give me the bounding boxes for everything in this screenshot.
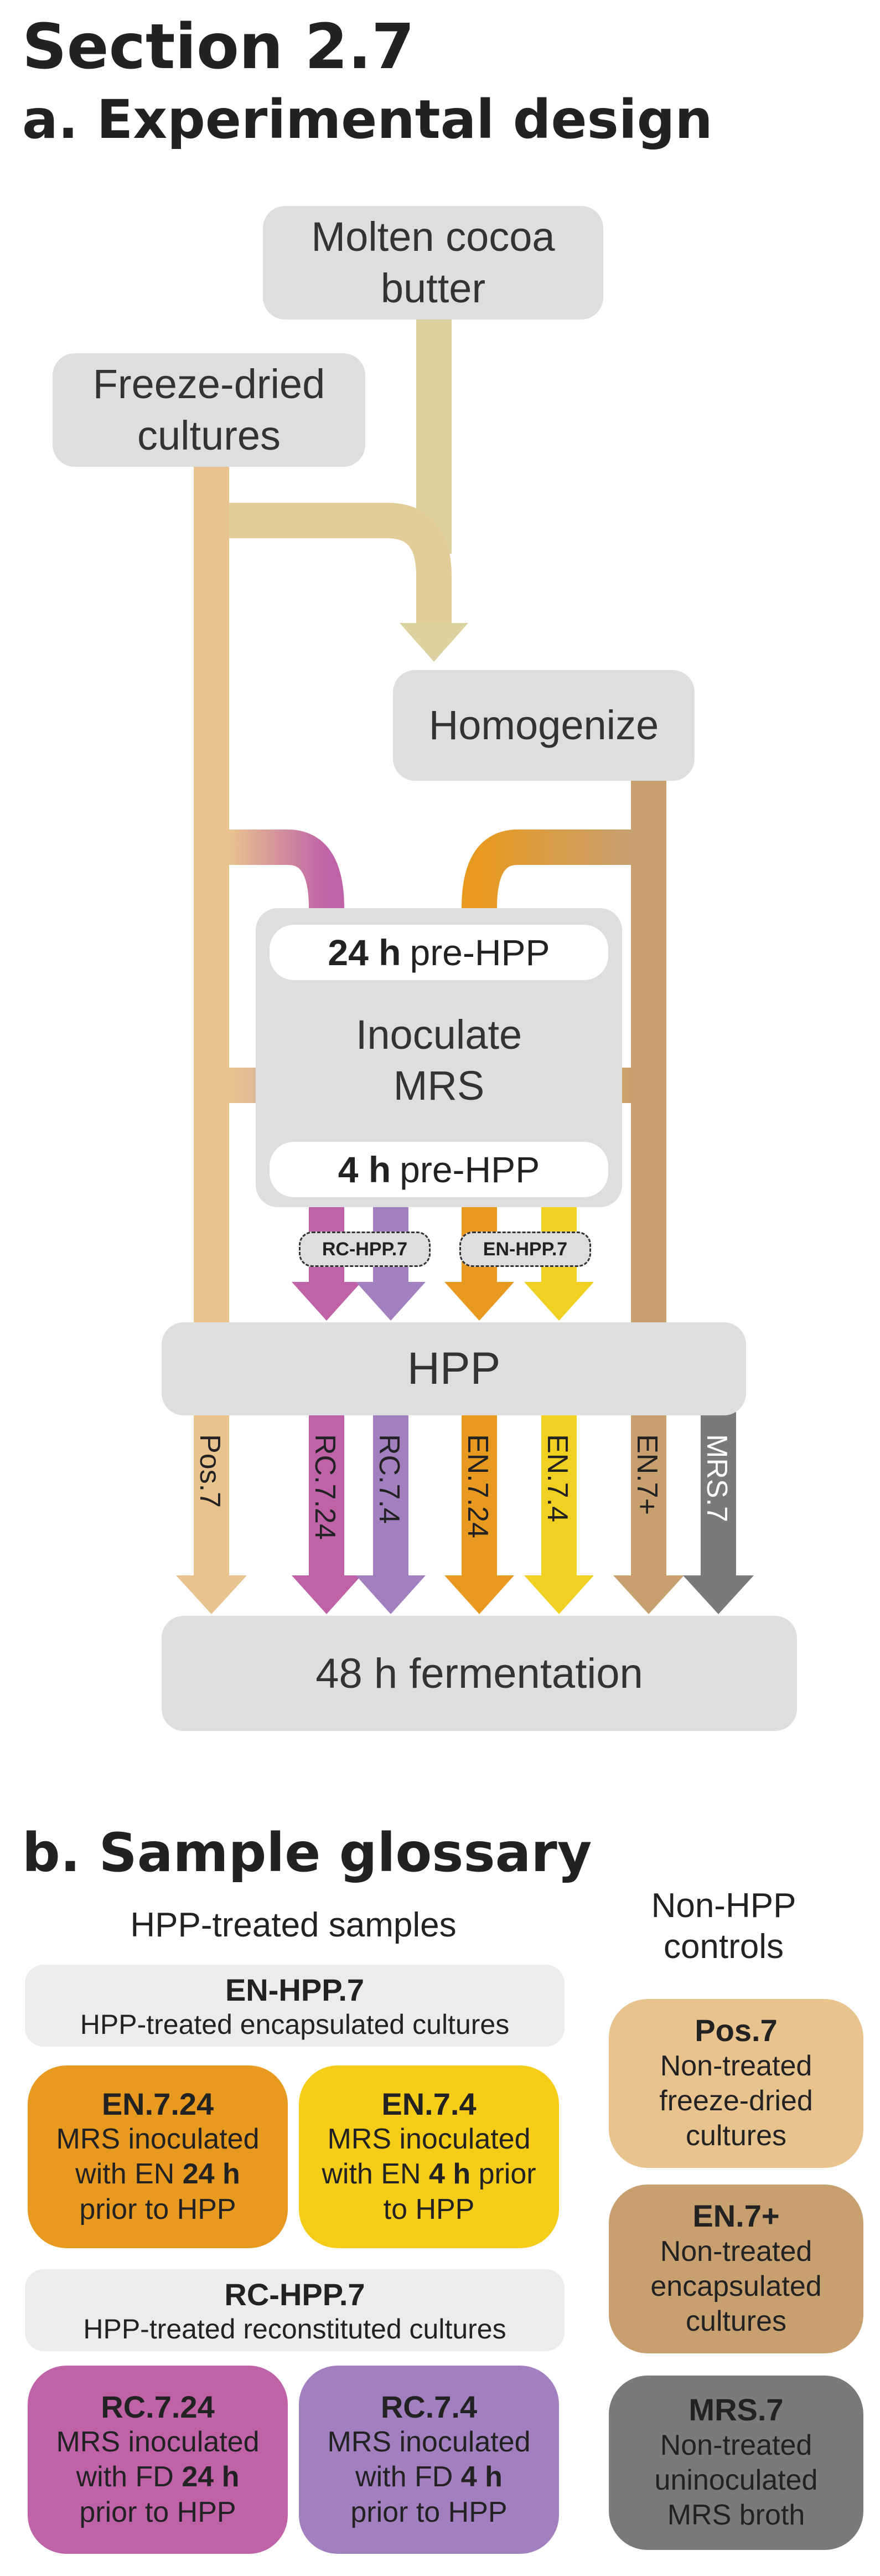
- label-rc74: RC.7.4: [373, 1434, 405, 1524]
- non-hpp-heading: Non-HPP controls: [651, 1887, 796, 1966]
- rc24-curve: [229, 830, 344, 909]
- molten-cocoa-butter-box: Molten cocoa butter: [263, 206, 603, 320]
- en-hpp-chip: EN-HPP.7: [459, 1232, 591, 1267]
- en-hpp-band: EN-HPP.7 HPP-treated encapsulated cultur…: [25, 1965, 565, 2047]
- label-mrs7: MRS.7: [701, 1434, 733, 1522]
- card-enplus: EN.7+ Non-treated encapsulated cultures: [609, 2185, 863, 2353]
- rc-hpp-chip: RC-HPP.7: [299, 1232, 431, 1267]
- homogenize-arrowhead: [400, 623, 468, 662]
- homog-trunk: [631, 781, 666, 1329]
- card-en724: EN.7.24 MRS inoculated with EN 24 h prio…: [28, 2065, 288, 2248]
- card-pos7: Pos.7 Non-treated freeze-dried cultures: [609, 1999, 863, 2168]
- label-pos7: Pos.7: [194, 1434, 226, 1508]
- hpp-treated-heading: HPP-treated samples: [130, 1906, 457, 1944]
- arrows-out-of-hpp: [176, 1412, 754, 1614]
- part-b-title: b. Sample glossary: [22, 1822, 592, 1884]
- label-en724: EN.7.24: [462, 1434, 494, 1538]
- part-a-title: a. Experimental design: [22, 89, 713, 151]
- section-title: Section 2.7: [22, 11, 415, 83]
- card-mrs7: MRS.7 Non-treated uninoculated MRS broth: [609, 2376, 863, 2550]
- label-rc724: RC.7.24: [309, 1434, 341, 1540]
- flow-paths: [176, 318, 754, 1614]
- freeze-trunk: [194, 454, 229, 1329]
- en24-curve: [462, 830, 631, 909]
- rc-hpp-band: RC-HPP.7 HPP-treated reconstituted cultu…: [25, 2269, 565, 2351]
- label-en74: EN.7.4: [541, 1434, 573, 1522]
- freeze-to-homogenize: [229, 503, 452, 626]
- freeze-dried-cultures-box: Freeze-dried cultures: [53, 353, 365, 467]
- card-en74: EN.7.4 MRS inoculated with EN 4 h prior …: [299, 2065, 559, 2248]
- card-rc724: RC.7.24 MRS inoculated with FD 24 h prio…: [28, 2366, 288, 2554]
- fermentation-box: 48 h fermentation: [162, 1616, 797, 1731]
- label-enplus: EN.7+: [631, 1434, 663, 1515]
- hpp-box: HPP: [162, 1322, 746, 1415]
- homogenize-box: Homogenize: [393, 670, 695, 781]
- card-rc74: RC.7.4 MRS inoculated with FD 4 h prior …: [299, 2366, 559, 2554]
